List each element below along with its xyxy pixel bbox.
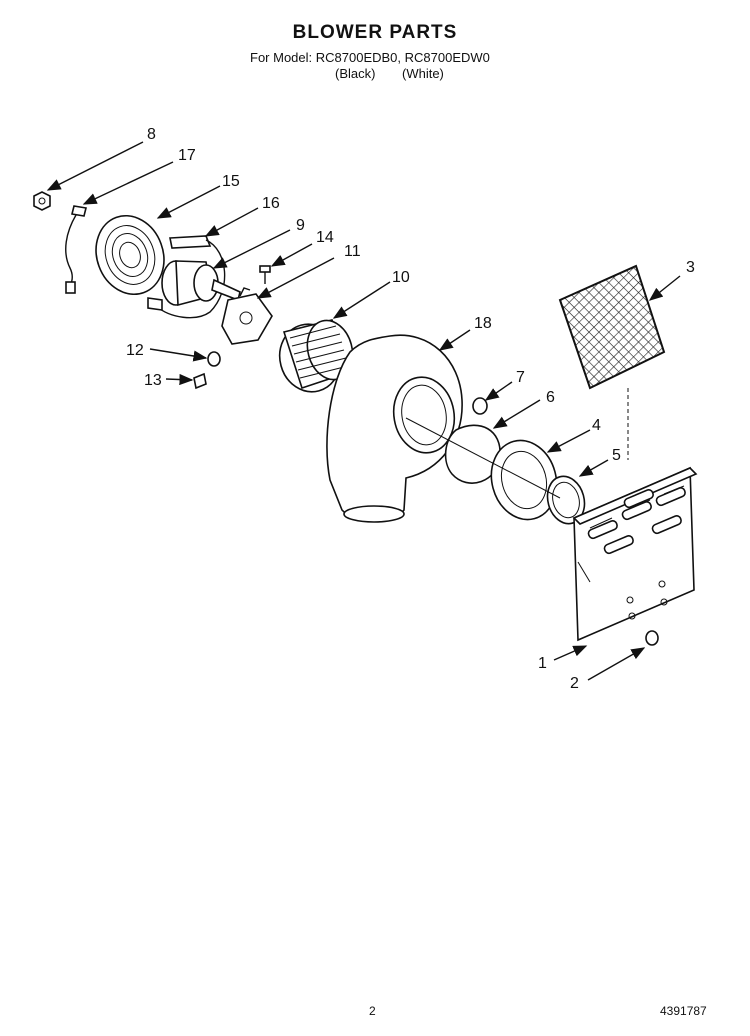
part-16-strap	[147, 235, 226, 319]
callout-10: 10	[392, 269, 410, 286]
page-number: 2	[369, 1004, 376, 1018]
callout-lines	[46, 141, 681, 681]
callout-18: 18	[474, 315, 492, 332]
callout-3: 3	[686, 259, 695, 276]
part-17-wire	[65, 205, 87, 294]
part-14-screw	[259, 265, 271, 284]
callout-9: 9	[296, 217, 305, 234]
callout-6: 6	[546, 389, 555, 406]
page-title: BLOWER PARTS	[292, 22, 458, 43]
part-15-motor-mount	[95, 214, 165, 296]
part-1-enclosure	[572, 466, 698, 642]
callout-15: 15	[222, 173, 240, 190]
part-6-gasket	[444, 424, 501, 484]
callout-2: 2	[570, 675, 579, 692]
callout-13: 13	[144, 372, 162, 389]
callout-8: 8	[147, 126, 156, 143]
callout-16: 16	[262, 195, 280, 212]
alignment-axis	[405, 417, 561, 499]
color-black-label: (Black)	[335, 66, 376, 81]
part-8-nut	[33, 191, 51, 211]
callout-12: 12	[126, 342, 144, 359]
part-7-plug	[472, 397, 488, 415]
part-4-adapter	[490, 439, 558, 521]
part-12-grommet	[207, 351, 221, 367]
part-2-screw	[645, 630, 659, 646]
callout-11: 11	[344, 243, 361, 260]
part-3-filter	[558, 264, 666, 460]
part-5-ring	[546, 475, 586, 525]
callout-14: 14	[316, 229, 334, 246]
callout-17: 17	[178, 147, 196, 164]
document-number: 4391787	[660, 1004, 707, 1018]
callout-1: 1	[538, 655, 547, 672]
callout-4: 4	[592, 417, 601, 434]
part-13-screw	[193, 372, 207, 390]
part-18-blower-housing	[326, 334, 463, 523]
callout-5: 5	[612, 447, 621, 464]
part-9-motor	[161, 260, 241, 307]
model-numbers: For Model: RC8700EDB0, RC8700EDW0	[250, 50, 490, 65]
callout-7: 7	[516, 369, 525, 386]
color-white-label: (White)	[402, 66, 444, 81]
part-11-bracket	[221, 287, 273, 345]
